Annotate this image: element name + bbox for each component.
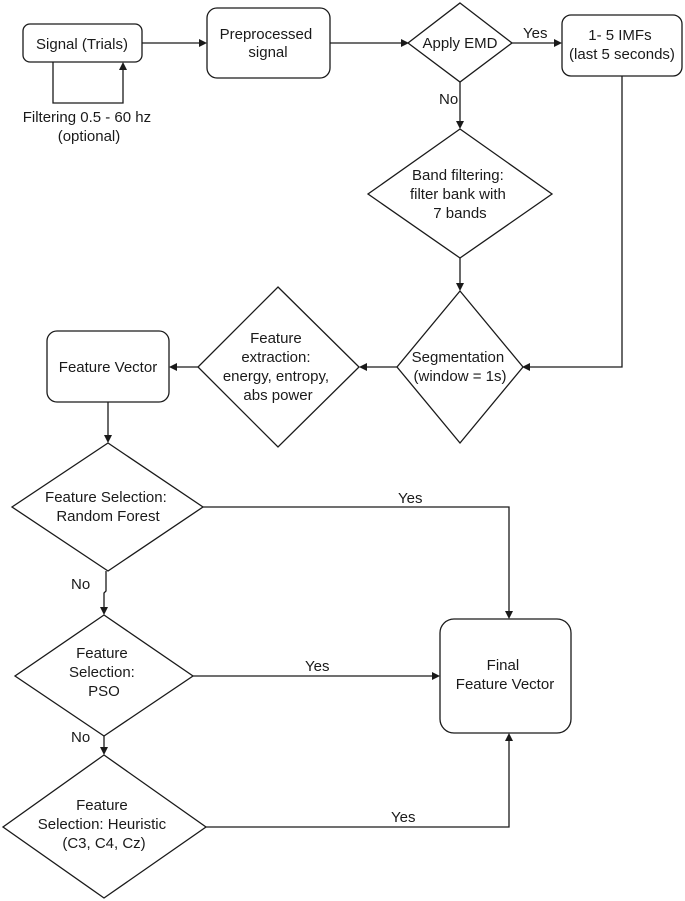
svg-text:Feature Vector: Feature Vector [59, 359, 157, 376]
arrowhead [522, 363, 530, 371]
svg-text:Signal (Trials): Signal (Trials) [36, 36, 128, 53]
edge-imfs-to-segmentation [530, 76, 623, 368]
arrowhead [199, 39, 207, 47]
edge-rf-no [103, 571, 107, 608]
node-label-line: Apply EMD [422, 35, 497, 52]
node-label-line: Final [487, 657, 520, 674]
node-feature-vector[interactable]: Feature Vector [46, 330, 170, 403]
arrowhead [104, 435, 112, 443]
svg-text:Feature Selection: Heu: Feature Selection: Heuristic (C3, C4, Cz… [38, 797, 171, 852]
node-band-filtering[interactable]: Band filtering: filter bank with 7 bands [366, 128, 554, 259]
node-label-line: energy, entropy, [223, 368, 329, 385]
arrowhead [505, 611, 513, 619]
arrowhead [554, 39, 562, 47]
node-signal-trials[interactable]: Signal (Trials) [22, 23, 143, 63]
node-label-line: Feature Selection: [45, 489, 167, 506]
svg-text:Apply EMD: Apply EMD [422, 35, 497, 52]
node-label-line: signal [248, 44, 287, 61]
node-fs-pso[interactable]: Feature Selection: PSO [13, 614, 195, 737]
node-label-line: (last 5 seconds) [569, 46, 675, 63]
node-segmentation[interactable]: Segmentation (window = 1s) [396, 289, 524, 445]
node-label-line: extraction: [241, 349, 310, 366]
node-label-line: Selection: [69, 664, 135, 681]
arrowhead [100, 607, 108, 615]
label-filtering-loop: Filtering 0.5 - 60 hz (optional) [23, 109, 156, 145]
label-pso-no: No [71, 729, 90, 746]
node-label-line: Feature [76, 645, 128, 662]
node-label-line: Feature [76, 797, 128, 814]
node-label-line: Band filtering: [412, 167, 504, 184]
arrowhead [359, 363, 367, 371]
edge-rf-yes [203, 506, 510, 612]
node-label-line: Feature Vector [59, 359, 157, 376]
label-emd-no: No [439, 91, 458, 108]
arrowhead [505, 733, 513, 741]
arrowhead [456, 283, 464, 291]
svg-text:Final Feature Vector: Final Feature Vector [456, 657, 554, 693]
arrowhead [100, 747, 108, 755]
node-label-line: filter bank with [410, 186, 506, 203]
label-rf-no: No [71, 576, 90, 593]
label-pso-yes: Yes [305, 658, 329, 675]
node-label-line: Preprocessed [220, 26, 313, 43]
arrowhead [169, 363, 177, 371]
svg-text:Segmentation (window =: Segmentation (window = 1s) [412, 349, 509, 385]
node-imfs[interactable]: 1- 5 IMFs (last 5 seconds) [561, 14, 683, 77]
label-heuristic-yes: Yes [391, 809, 415, 826]
svg-text:Preprocessed signal: Preprocessed signal [220, 26, 317, 61]
arrowhead [456, 121, 464, 129]
node-feature-extraction[interactable]: Feature extraction: energy, entropy, abs… [197, 286, 360, 448]
node-label-line: Feature Vector [456, 676, 554, 693]
node-final-feature-vector[interactable]: Final Feature Vector [439, 618, 572, 734]
svg-text:1- 5 IMFs (last 5 seco: 1- 5 IMFs (last 5 seconds) [569, 27, 675, 63]
node-label-line: (window = 1s) [414, 368, 507, 385]
node-preprocessed-signal[interactable]: Preprocessed signal [206, 7, 331, 79]
svg-text:Feature Selection: Ran: Feature Selection: Random Forest [45, 489, 171, 525]
node-label-line: abs power [243, 387, 312, 404]
svg-text:Feature extraction:: Feature extraction: energy, entropy, abs… [223, 330, 333, 404]
svg-text:Feature Selection:: Feature Selection: PSO [69, 645, 139, 700]
arrowhead [119, 62, 127, 70]
edge-labels: Filtering 0.5 - 60 hz (optional) Yes No … [23, 25, 548, 826]
node-fs-heuristic[interactable]: Feature Selection: Heuristic (C3, C4, Cz… [1, 754, 208, 899]
node-label-line: Selection: Heuristic [38, 816, 167, 833]
svg-text:Band filtering: filter: Band filtering: filter bank with 7 bands [410, 167, 510, 222]
node-label-line: PSO [88, 683, 120, 700]
node-label-line: Signal (Trials) [36, 36, 128, 53]
node-label-line: 1- 5 IMFs [588, 27, 651, 44]
label-rf-yes: Yes [398, 490, 422, 507]
node-label-line: Segmentation [412, 349, 505, 366]
node-fs-random-forest[interactable]: Feature Selection: Random Forest [10, 442, 205, 572]
edge-heuristic-yes [206, 741, 510, 828]
edge-filtering-loop [52, 62, 124, 104]
label-emd-yes: Yes [523, 25, 547, 42]
node-label-line: (C3, C4, Cz) [62, 835, 145, 852]
arrowhead [401, 39, 409, 47]
node-label-line: Random Forest [56, 508, 160, 525]
node-label-line: Feature [250, 330, 302, 347]
arrowhead [432, 672, 440, 680]
node-label-line: 7 bands [433, 205, 486, 222]
node-apply-emd[interactable]: Apply EMD [406, 2, 514, 83]
edges [52, 39, 623, 828]
